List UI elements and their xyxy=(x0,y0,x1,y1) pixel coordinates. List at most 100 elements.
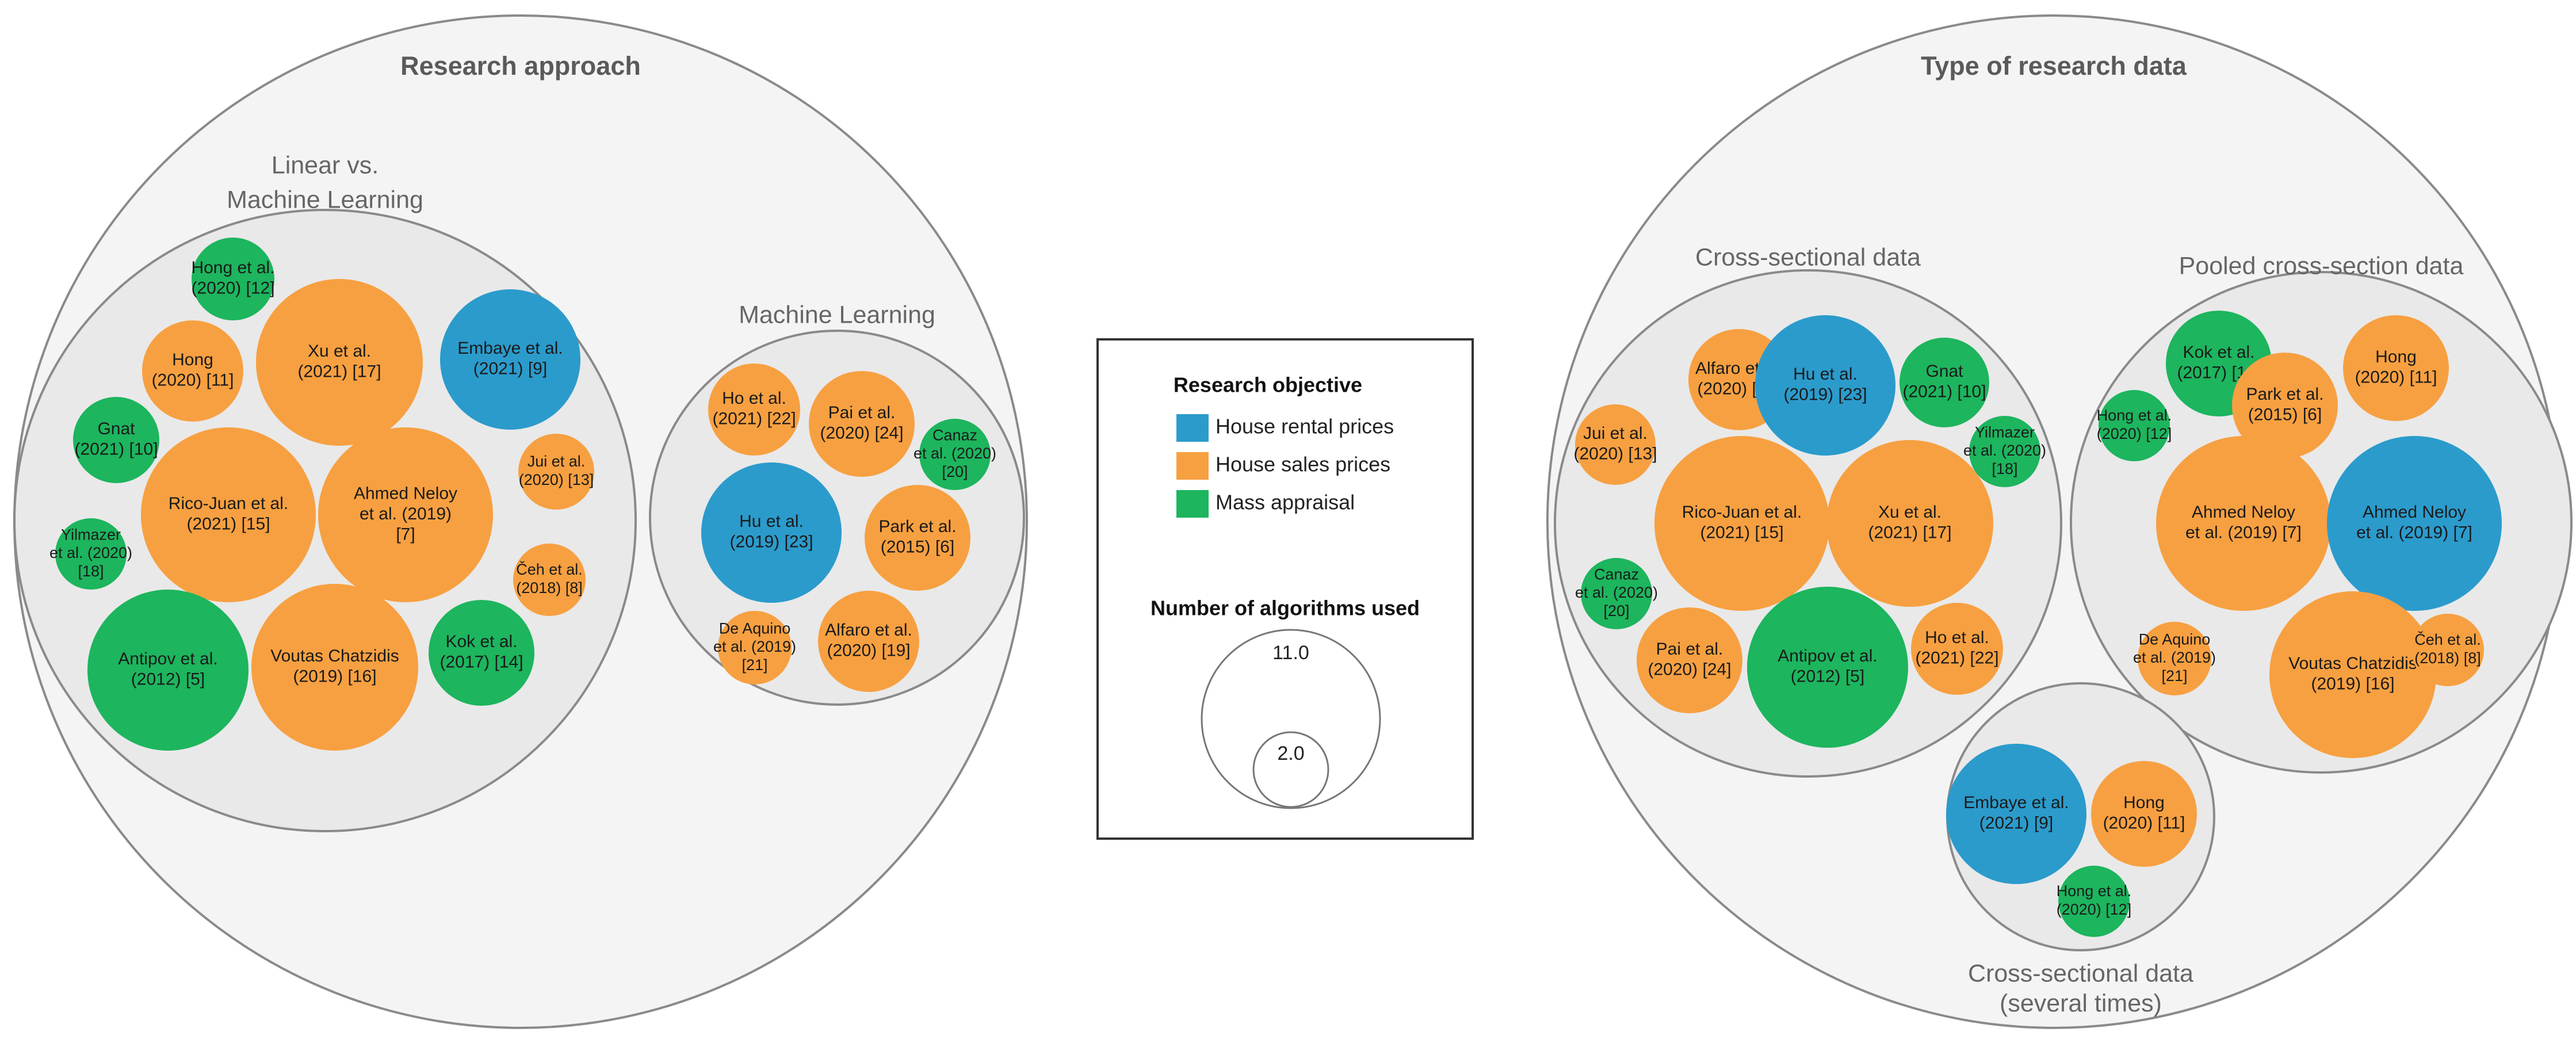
study-label: Rico-Juan et al. xyxy=(1682,503,1802,522)
size-legend-small-circle xyxy=(1252,731,1329,808)
study-label: Čeh et al. xyxy=(516,560,583,578)
study-bubble-text: Pai et al.(2020) [24] xyxy=(1648,640,1731,679)
study-label: [20] xyxy=(942,463,968,480)
study-label: et al. (2020) xyxy=(49,544,132,561)
study-label: (2021) [17] xyxy=(1868,523,1951,542)
study-bubble: Rico-Juan et al.(2021) [15] xyxy=(141,427,316,602)
study-bubble: Jui et al.(2020) [13] xyxy=(1573,404,1657,485)
study-bubble-circle xyxy=(2232,353,2338,458)
study-bubble-circle xyxy=(718,611,792,684)
study-bubble-circle xyxy=(440,289,580,430)
study-bubble-circle xyxy=(518,434,594,510)
study-bubble: Antipov et al.(2012) [5] xyxy=(1747,587,1908,748)
study-bubbles: Hong et al. (2020) [12] Hong (2020) [11] Xu … xyxy=(49,238,2502,937)
study-bubble-circle xyxy=(818,591,919,692)
study-bubble-circle xyxy=(2411,614,2484,686)
study-bubble: Hong et al. (2020) [12] xyxy=(191,238,275,320)
study-label: (2020) [19] xyxy=(827,641,910,660)
study-bubble: Hong (2020) [11] xyxy=(2091,761,2197,867)
study-label: (2017) [14] xyxy=(439,653,523,672)
study-label: et al. (2019) xyxy=(2133,649,2216,666)
study-label: (2020) [13] xyxy=(519,471,594,488)
study-label: (2018) [8] xyxy=(2414,649,2481,667)
study-label: (2019) [16] xyxy=(2311,675,2394,694)
study-label: Hong xyxy=(2123,793,2165,812)
study-bubble-circle xyxy=(919,419,991,490)
study-bubble-circle xyxy=(1637,607,1742,713)
study-bubble-text: Čeh et al.(2018) [8] xyxy=(2414,630,2481,667)
study-bubble-text: Pai et al.(2020) [24] xyxy=(820,403,903,442)
study-bubble: Čeh et al.(2018) [8] xyxy=(2411,614,2484,686)
study-label: [20] xyxy=(1603,602,1629,619)
study-label: Park et al. xyxy=(2246,385,2323,404)
study-bubble-circle xyxy=(192,238,274,320)
study-label: Antipov et al. xyxy=(1778,647,1877,665)
study-label: Gnat xyxy=(97,419,135,438)
study-label: Yilmazer xyxy=(1975,423,2035,441)
study-label: Voutas Chatzidis xyxy=(2288,654,2417,673)
study-bubble-circle xyxy=(1946,744,2086,884)
study-label: Xu et al. xyxy=(308,342,371,361)
study-bubble: Rico-Juan et al.(2021) [15] xyxy=(1654,436,1829,611)
study-label: (2020) [11] xyxy=(2103,814,2185,833)
study-label: (2019) [16] xyxy=(293,667,376,686)
study-bubble-circle xyxy=(2091,761,2197,867)
study-label: et al. (2020) xyxy=(1963,442,2046,459)
study-label: Park et al. xyxy=(878,517,956,536)
study-bubble-circle xyxy=(809,371,915,477)
study-bubble-text: Park et al.(2015) [6] xyxy=(878,517,956,556)
study-bubble: Kok et al. (2017) [14] xyxy=(429,600,534,706)
study-label: Antipov et al. xyxy=(118,649,217,668)
group-label: Pooled cross-section data xyxy=(2179,252,2464,280)
study-bubble-circle xyxy=(1911,603,2003,695)
study-bubble: Ho et al.(2021) [22] xyxy=(708,364,800,456)
size-legend-large-label: 11.0 xyxy=(1272,642,1309,664)
study-bubble: Jui et al.(2020) [13] xyxy=(518,434,594,510)
study-label: Hong et al. xyxy=(2097,407,2172,424)
study-bubble-circle xyxy=(55,518,127,590)
study-bubble-text: Xu et al.(2021) [17] xyxy=(297,342,381,381)
study-bubble-text: Ho et al.(2021) [22] xyxy=(1915,628,1998,667)
study-label: (2020) [12] xyxy=(191,279,274,298)
study-label: Kok et al. xyxy=(445,632,517,651)
study-bubble: Voutas Chatzidis(2019) [16] xyxy=(251,584,418,751)
study-label: Hong et al. xyxy=(191,258,274,277)
study-label: (2019) [23] xyxy=(1783,385,1867,404)
study-bubble-circle xyxy=(2138,622,2211,695)
study-label: et al. (2019) [7] xyxy=(2356,523,2472,542)
legend-title: Research objective xyxy=(1174,373,1362,397)
study-bubble: Embaye et al.(2021) [9] xyxy=(440,289,580,430)
study-label: De Aquino xyxy=(2139,630,2211,648)
study-bubble-text: Hong et al.(2020) [12] xyxy=(2097,407,2172,442)
study-bubble-text: Hong (2020) [11] xyxy=(2103,793,2185,832)
group-label: Linear vs. xyxy=(272,151,379,179)
group-label: (several times) xyxy=(2000,989,2162,1017)
group-label: Cross-sectional data xyxy=(1695,243,1921,271)
panel-title: Research approach xyxy=(400,51,641,81)
study-bubble: Voutas Chatzidis (2019) [16] xyxy=(2269,591,2436,758)
study-bubble-circle xyxy=(2099,390,2170,461)
study-label: [18] xyxy=(1992,460,2017,477)
study-bubble: Ho et al.(2021) [22] xyxy=(1911,603,2003,695)
study-label: Kok et al. xyxy=(2183,343,2254,362)
study-label: (2019) [23] xyxy=(729,533,813,552)
study-bubble-circle xyxy=(2343,315,2449,421)
study-label: (2021) [15] xyxy=(1700,523,1783,542)
study-label: Ho et al. xyxy=(1925,628,1989,647)
study-bubble-text: Ho et al.(2021) [22] xyxy=(712,389,796,428)
legend-item-label: House sales prices xyxy=(1216,453,1390,476)
legend-item-label: House rental prices xyxy=(1216,415,1394,438)
study-bubble-circle xyxy=(1826,440,1993,607)
study-label: Jui et al. xyxy=(528,453,586,470)
study-bubble: Kok et al.(2017) [14] xyxy=(2166,311,2272,416)
